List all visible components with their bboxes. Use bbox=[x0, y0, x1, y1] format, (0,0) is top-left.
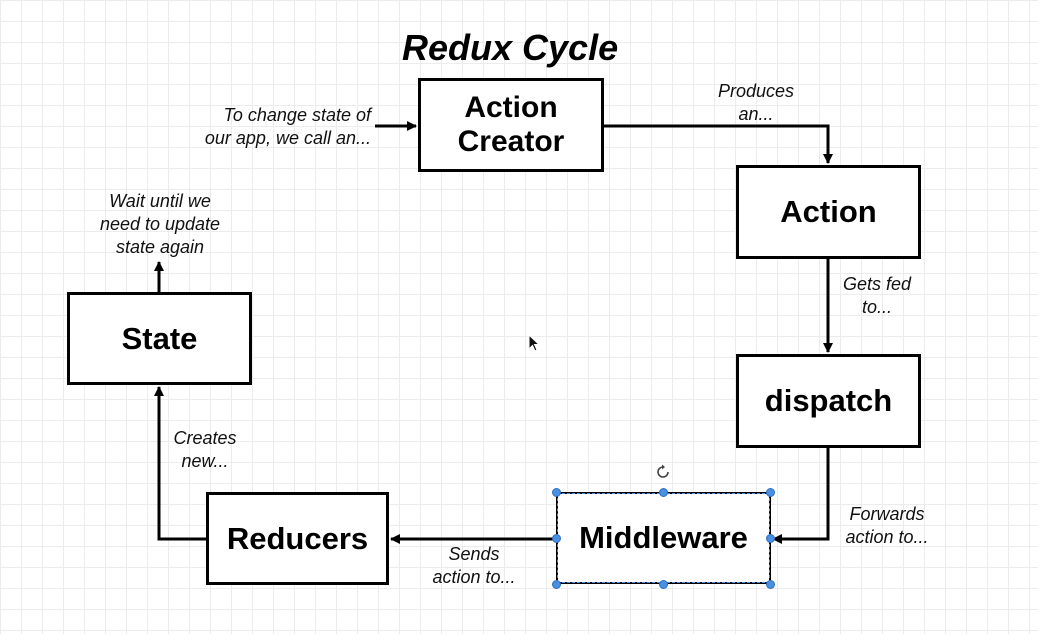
resize-handle-bottom[interactable] bbox=[659, 580, 668, 589]
resize-handle-top[interactable] bbox=[659, 488, 668, 497]
edge-label-wait[interactable]: Wait until we need to update state again bbox=[100, 190, 220, 259]
edge-label-line: Sends bbox=[448, 544, 500, 564]
edge-label-line: an... bbox=[738, 104, 774, 124]
edge-label-line: To change state of bbox=[223, 105, 371, 125]
edge-label-gets-fed[interactable]: Gets fed to... bbox=[843, 273, 911, 319]
arrow-dispatch-to-middleware[interactable] bbox=[772, 448, 830, 544]
node-reducers-label: Reducers bbox=[226, 520, 369, 556]
edge-label-line: Produces bbox=[717, 81, 795, 101]
edge-label-line: Wait until we bbox=[109, 191, 211, 211]
resize-handle-top-left[interactable] bbox=[552, 488, 561, 497]
node-state[interactable]: State bbox=[67, 292, 252, 385]
node-action-creator[interactable]: Action Creator bbox=[418, 78, 604, 172]
node-dispatch[interactable]: dispatch bbox=[736, 354, 921, 448]
edge-label-creates[interactable]: Creates new... bbox=[173, 427, 236, 473]
edge-label-line: state again bbox=[115, 237, 205, 257]
edge-label-line: to... bbox=[861, 297, 893, 317]
node-middleware[interactable]: Middleware bbox=[556, 492, 771, 584]
arrow-action-creator-to-action[interactable] bbox=[604, 124, 833, 164]
rotate-icon[interactable] bbox=[654, 463, 672, 481]
node-action-creator-line1: Action bbox=[464, 90, 558, 124]
edge-label-line: action to... bbox=[845, 527, 929, 547]
edge-label-line: Forwards bbox=[849, 504, 925, 524]
edge-label-to-change[interactable]: To change state of our app, we call an..… bbox=[205, 104, 371, 150]
node-dispatch-label: dispatch bbox=[764, 383, 893, 419]
edge-label-line: new... bbox=[181, 451, 229, 471]
edge-label-line: Gets fed bbox=[842, 274, 912, 294]
edge-label-produces[interactable]: Produces an... bbox=[718, 80, 794, 126]
edge-label-line: need to update bbox=[99, 214, 221, 234]
node-action-creator-line2: Creator bbox=[457, 125, 565, 158]
edge-label-forwards[interactable]: Forwards action to... bbox=[845, 503, 928, 549]
edge-label-line: action to... bbox=[432, 567, 516, 587]
node-middleware-label: Middleware bbox=[579, 520, 748, 556]
node-action-label: Action bbox=[780, 194, 877, 230]
node-state-label: State bbox=[121, 320, 198, 356]
diagram-title: Redux Cycle bbox=[402, 27, 619, 68]
arrow-reducers-to-state[interactable] bbox=[154, 386, 206, 541]
mouse-pointer-icon bbox=[528, 334, 540, 352]
node-reducers[interactable]: Reducers bbox=[206, 492, 389, 585]
edge-label-line: our app, we call an... bbox=[204, 128, 371, 148]
resize-handle-top-right[interactable] bbox=[766, 488, 775, 497]
resize-handle-right[interactable] bbox=[766, 534, 775, 543]
resize-handle-bottom-left[interactable] bbox=[552, 580, 561, 589]
resize-handle-left[interactable] bbox=[552, 534, 561, 543]
edge-label-line: Creates bbox=[173, 428, 237, 448]
node-action[interactable]: Action bbox=[736, 165, 921, 259]
resize-handle-bottom-right[interactable] bbox=[766, 580, 775, 589]
edge-label-sends[interactable]: Sends action to... bbox=[432, 543, 515, 589]
